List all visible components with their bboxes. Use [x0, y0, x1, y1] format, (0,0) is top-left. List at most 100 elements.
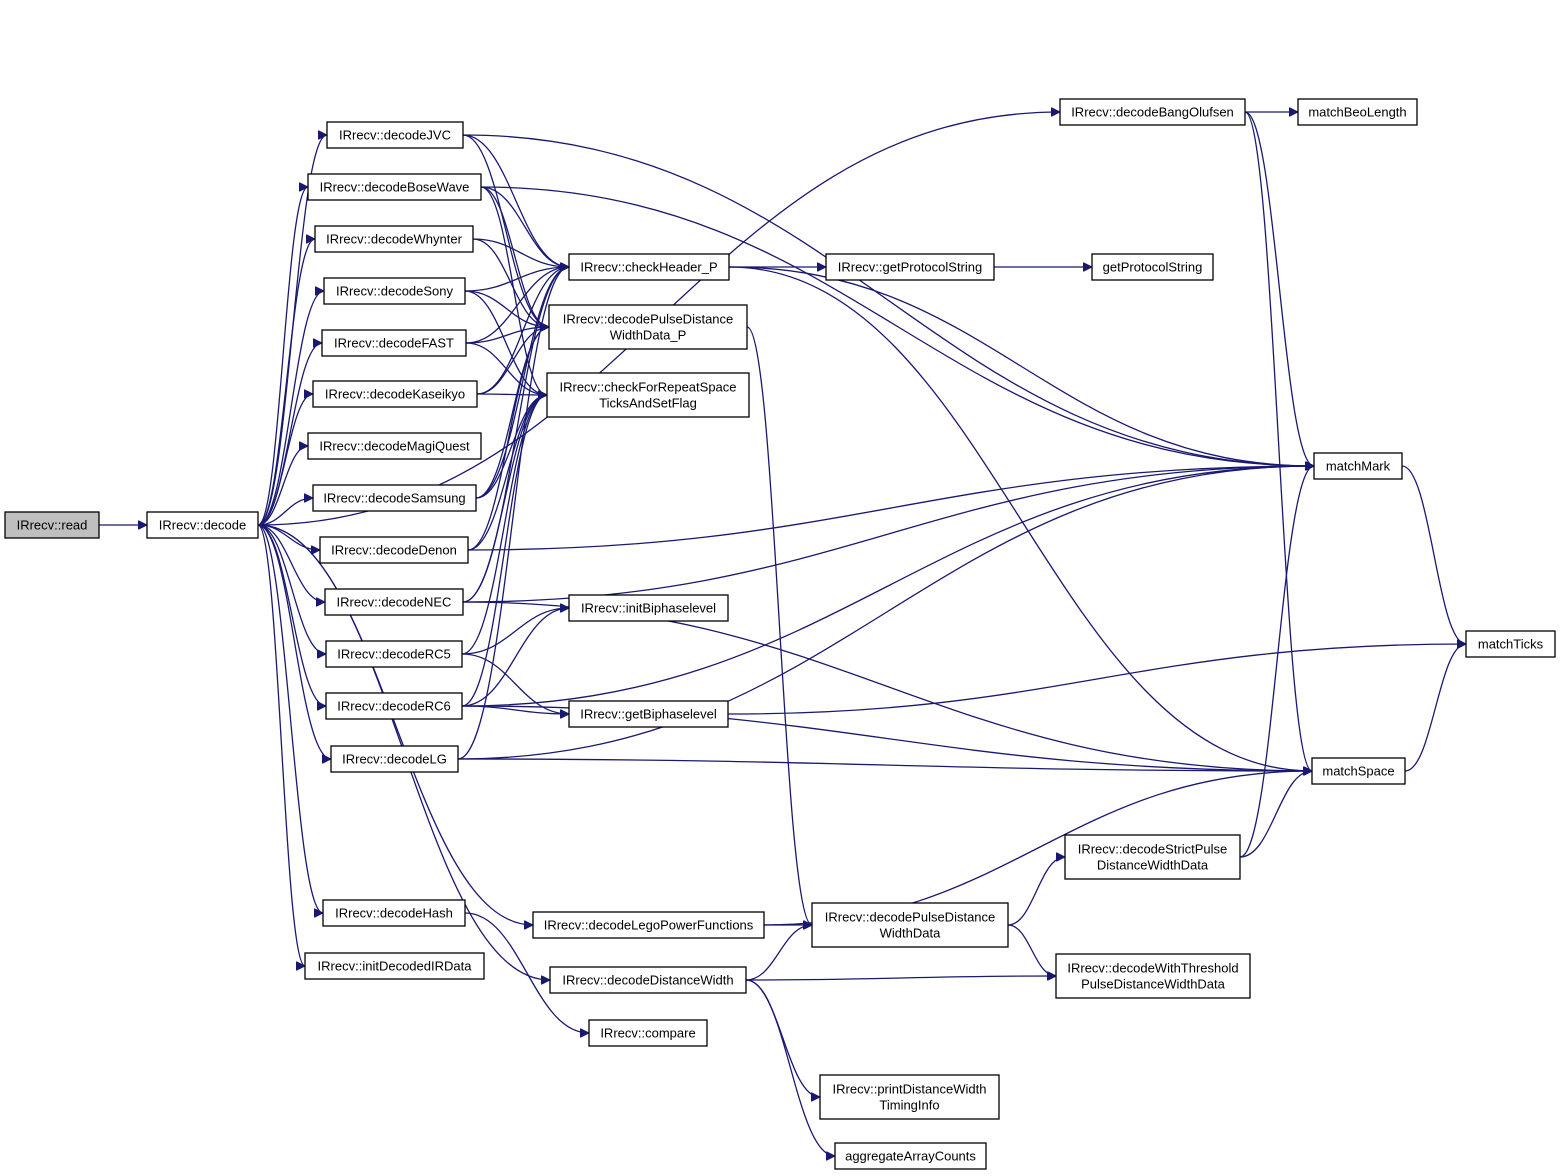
node-matchTicks[interactable]: matchTicks	[1465, 630, 1556, 658]
edge-decodeSony-to-checkHeader_P	[464, 267, 569, 292]
node-initBiphaselevel[interactable]: IRrecv::initBiphaselevel	[568, 594, 729, 622]
node-box	[321, 329, 467, 357]
node-box	[1055, 953, 1251, 999]
node-box	[1297, 98, 1418, 126]
edge-decodeKaseikyo-to-decodePulseDistanceWidthData_P	[476, 327, 550, 395]
node-label: IRrecv::decodePulseDistance	[563, 312, 734, 327]
edge-decodeDenon-to-decodePulseDistanceWidthData_P	[467, 327, 550, 551]
node-label: IRrecv::decodeDistanceWidth	[562, 973, 733, 988]
edge-decodeFAST-to-checkHeader_P	[465, 267, 569, 344]
edge-decode-to-decodeNEC	[257, 524, 326, 602]
node-decodeMagiQuest[interactable]: IRrecv::decodeMagiQuest	[307, 432, 482, 460]
node-box	[1311, 757, 1406, 785]
node-label: IRrecv::decodeWithThreshold	[1067, 961, 1238, 976]
edge-decodeRC6-to-matchMark	[461, 466, 1314, 707]
node-label: getProtocolString	[1103, 260, 1203, 275]
node-box	[319, 536, 469, 564]
node-label: aggregateArrayCounts	[845, 1149, 976, 1164]
node-box	[546, 372, 750, 418]
edge-decode-to-decodeRC5	[257, 524, 327, 654]
node-label: IRrecv::decodeSony	[336, 284, 454, 299]
edge-decodeJVC-to-checkHeader_P	[462, 134, 569, 267]
node-decodeStrictPulseDistanceWidthData[interactable]: IRrecv::decodeStrictPulseDistanceWidthDa…	[1064, 834, 1241, 880]
node-matchBeoLength[interactable]: matchBeoLength	[1297, 98, 1418, 126]
node-aggregateArrayCounts[interactable]: aggregateArrayCounts	[834, 1142, 987, 1170]
node-decodeRC6[interactable]: IRrecv::decodeRC6	[325, 692, 463, 720]
node-box	[322, 899, 466, 927]
edge-decodeNEC-to-matchMark	[462, 466, 1314, 603]
node-box	[146, 511, 259, 539]
node-box	[549, 966, 747, 994]
node-checkForRepeatSpaceTicksAndSetFlag[interactable]: IRrecv::checkForRepeatSpaceTicksAndSetFl…	[546, 372, 750, 418]
node-decodeJVC[interactable]: IRrecv::decodeJVC	[326, 121, 464, 149]
edge-decodeSony-to-decodePulseDistanceWidthData_P	[464, 290, 549, 327]
node-box	[1313, 452, 1403, 480]
edge-checkHeader_P-to-matchMark	[728, 266, 1314, 466]
node-matchMark[interactable]: matchMark	[1313, 452, 1403, 480]
node-decodeLG[interactable]: IRrecv::decodeLG	[330, 745, 459, 773]
node-getProtocolString[interactable]: getProtocolString	[1091, 253, 1214, 281]
node-box	[532, 911, 765, 939]
node-label: IRrecv::decodeMagiQuest	[319, 439, 470, 454]
node-decodeLegoPowerFunctions[interactable]: IRrecv::decodeLegoPowerFunctions	[532, 911, 765, 939]
node-label: IRrecv::decodeNEC	[337, 595, 452, 610]
edge-decodeRC5-to-getBiphaselevel	[461, 653, 569, 714]
edge-decode-to-decodeRC6	[257, 524, 327, 706]
node-decodeSony[interactable]: IRrecv::decodeSony	[323, 277, 466, 305]
node-box	[4, 511, 100, 539]
node-decodeHash[interactable]: IRrecv::decodeHash	[322, 899, 466, 927]
node-decodeNEC[interactable]: IRrecv::decodeNEC	[324, 588, 464, 616]
node-label: IRrecv::decodeStrictPulse	[1078, 842, 1228, 857]
node-box	[304, 952, 485, 980]
node-decodeBoseWave[interactable]: IRrecv::decodeBoseWave	[307, 173, 482, 201]
node-label: matchSpace	[1322, 764, 1394, 779]
node-decodeRC5[interactable]: IRrecv::decodeRC5	[325, 640, 463, 668]
node-label: IRrecv::decodeWhynter	[326, 232, 463, 247]
edge-decode-to-decodeHash	[257, 524, 324, 913]
node-box	[548, 304, 748, 350]
edge-decodeDistanceWidth-to-aggregateArrayCounts	[745, 979, 836, 1156]
edge-matchSpace-to-matchTicks	[1404, 644, 1467, 772]
node-label: IRrecv::decodeBoseWave	[320, 180, 470, 195]
edge-decodeHash-to-compare	[464, 912, 589, 1033]
node-decodeKaseikyo[interactable]: IRrecv::decodeKaseikyo	[312, 380, 478, 408]
edge-matchMark-to-matchTicks	[1401, 465, 1467, 644]
node-initDecodedIRData[interactable]: IRrecv::initDecodedIRData	[304, 952, 485, 980]
edge-decodePulseDistanceWidthData-to-decodeWithThresholdPulseDistanceWidthData	[1007, 924, 1057, 976]
edge-decode-to-decodeLG	[257, 524, 332, 759]
node-label: IRrecv::decodeSamsung	[323, 491, 465, 506]
node-getBiphaselevel[interactable]: IRrecv::getBiphaselevel	[568, 700, 729, 728]
node-box	[834, 1142, 987, 1170]
node-label: TicksAndSetFlag	[599, 396, 697, 411]
node-checkHeader_P[interactable]: IRrecv::checkHeader_P	[568, 253, 730, 281]
node-decodeFAST[interactable]: IRrecv::decodeFAST	[321, 329, 467, 357]
node-box	[324, 588, 464, 616]
node-compare[interactable]: IRrecv::compare	[588, 1019, 708, 1047]
edge-decodePulseDistanceWidthData_P-to-decodePulseDistanceWidthData	[746, 326, 813, 925]
node-label: PulseDistanceWidthData	[1081, 977, 1226, 992]
node-box	[588, 1019, 708, 1047]
edge-getBiphaselevel-to-matchTicks	[727, 644, 1466, 715]
edge-decodeNEC-to-checkForRepeatSpaceTicksAndSetFlag	[462, 395, 548, 603]
node-label: IRrecv::getProtocolString	[838, 260, 983, 275]
node-decodeDistanceWidth[interactable]: IRrecv::decodeDistanceWidth	[549, 966, 747, 994]
node-read[interactable]: IRrecv::read	[4, 511, 100, 539]
node-label: IRrecv::decodeLG	[342, 752, 447, 767]
node-decodeDenon[interactable]: IRrecv::decodeDenon	[319, 536, 469, 564]
edge-decodeKaseikyo-to-checkForRepeatSpaceTicksAndSetFlag	[476, 394, 547, 395]
node-decodeWhynter[interactable]: IRrecv::decodeWhynter	[314, 225, 474, 253]
node-box	[568, 253, 730, 281]
edge-decodeDistanceWidth-to-decodeWithThresholdPulseDistanceWidthData	[745, 976, 1056, 981]
node-box	[325, 640, 463, 668]
node-decodeWithThresholdPulseDistanceWidthData[interactable]: IRrecv::decodeWithThresholdPulseDistance…	[1055, 953, 1251, 999]
node-getProtocolString_m[interactable]: IRrecv::getProtocolString	[825, 253, 995, 281]
node-box	[325, 692, 463, 720]
node-decodeBangOlufsen[interactable]: IRrecv::decodeBangOlufsen	[1059, 98, 1246, 126]
node-decode[interactable]: IRrecv::decode	[146, 511, 259, 539]
node-matchSpace[interactable]: matchSpace	[1311, 757, 1406, 785]
node-decodeSamsung[interactable]: IRrecv::decodeSamsung	[312, 484, 477, 512]
edge-decodeLG-to-matchSpace	[457, 758, 1312, 771]
